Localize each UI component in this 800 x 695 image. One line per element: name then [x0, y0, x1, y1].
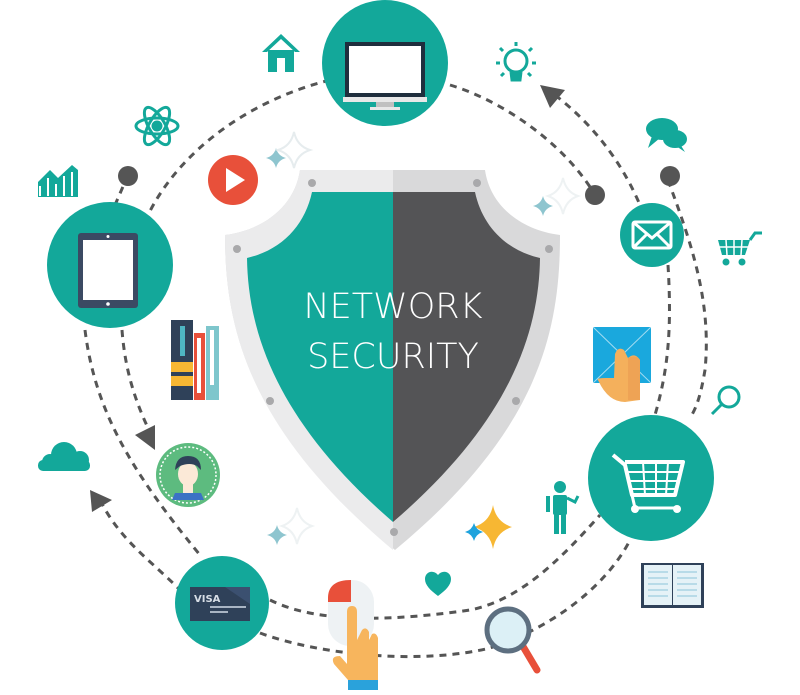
cart-small-icon	[718, 231, 762, 266]
atom-icon	[134, 105, 180, 147]
shield-title-line2: SECURITY	[307, 337, 479, 377]
tablet-icon	[47, 202, 173, 328]
shopping-cart-icon	[588, 415, 714, 541]
arrow-head-icon	[540, 85, 565, 108]
sparkle-icon	[266, 131, 314, 169]
books-icon	[171, 320, 219, 400]
user-avatar-icon	[156, 443, 220, 507]
home-icon	[262, 34, 300, 72]
mouse-click-icon	[328, 580, 378, 690]
cloud-icon	[38, 442, 90, 471]
card-brand: VISA	[194, 594, 221, 605]
arrow-head-icon	[135, 425, 155, 450]
shield-left-half	[247, 192, 393, 522]
sparkle-icon	[267, 507, 316, 545]
sparkle-icon	[533, 177, 582, 216]
chart-icon	[38, 165, 78, 197]
envelope-hand-icon	[592, 326, 652, 402]
search-small-icon	[710, 385, 741, 416]
lightbulb-icon	[496, 42, 536, 82]
chat-icon	[646, 118, 687, 152]
connector-dot	[118, 166, 138, 186]
shield-title-line1: NETWORK	[303, 287, 482, 327]
arrow-head-icon	[90, 490, 112, 512]
credit-card-icon: VISA	[175, 556, 269, 650]
monitor-icon	[322, 0, 448, 126]
connector-dot	[660, 166, 680, 186]
shield: NETWORK SECURITY	[225, 170, 560, 550]
book-icon	[641, 563, 704, 608]
heart-icon	[425, 571, 451, 596]
shield-right-half	[393, 192, 540, 522]
magnifier-icon	[484, 606, 541, 674]
email-icon	[620, 203, 684, 267]
play-icon	[208, 155, 258, 205]
person-icon	[546, 481, 580, 534]
connector-dot	[585, 185, 605, 205]
dashed-connectors	[83, 78, 708, 659]
sparkle-icon	[465, 505, 512, 549]
